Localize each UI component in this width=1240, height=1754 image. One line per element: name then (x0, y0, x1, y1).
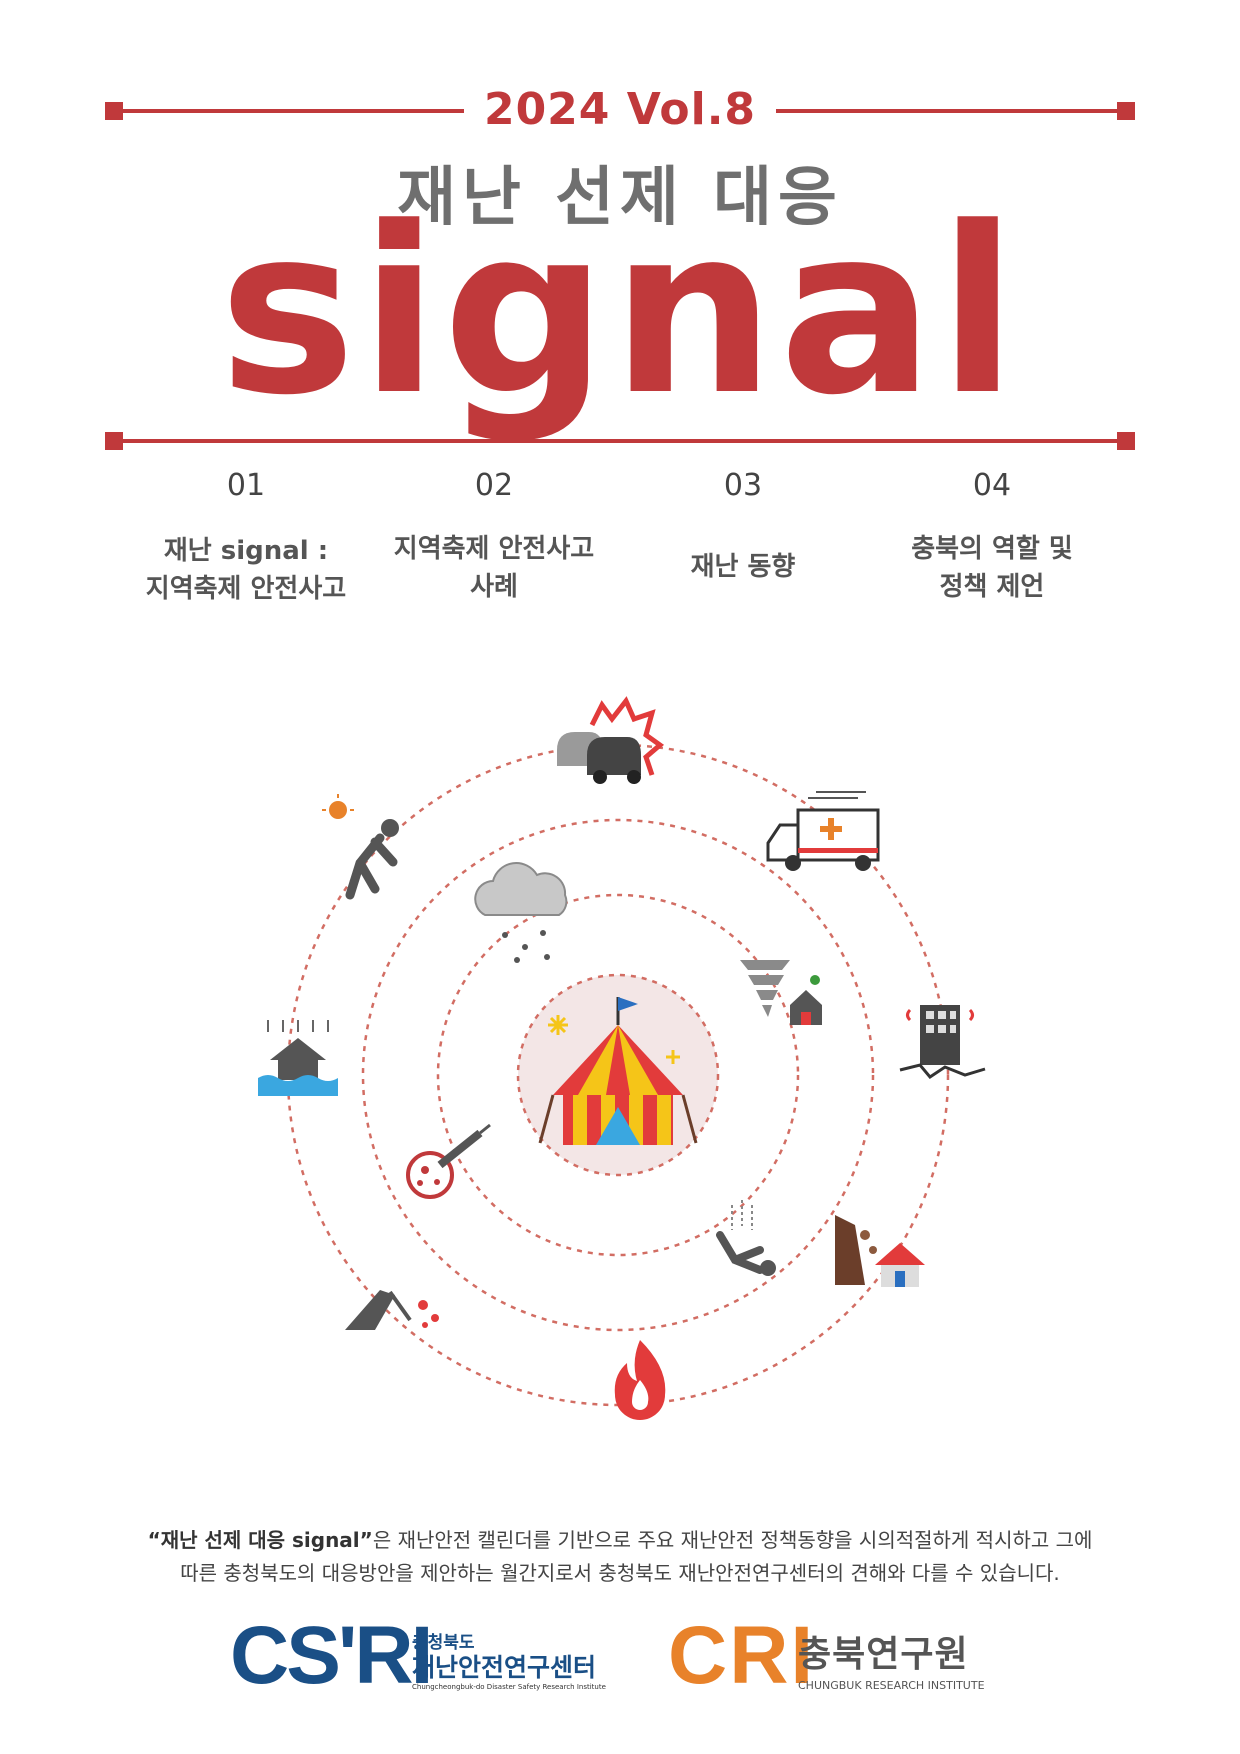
heatstroke-icon (322, 794, 399, 900)
fall-icon (716, 1200, 776, 1276)
disclaimer-text: “재난 선제 대응 signal”은 재난안전 캘린더를 기반으로 주요 재난안… (60, 1524, 1180, 1590)
top-rule-left-cap (105, 102, 123, 120)
toc-label-3-line1: 재난 동향 (690, 552, 796, 582)
flood-house-icon (258, 1020, 338, 1096)
csri-logo-text: 충청북도 재난안전연구센터 Chungcheongbuk-do Disaster… (412, 1628, 606, 1691)
csri-logo-mark: CS'RI (230, 1610, 433, 1701)
cri-logo-mark: CRI (668, 1610, 816, 1701)
inner-ring (436, 893, 800, 1257)
top-rule-right-cap (1117, 102, 1135, 120)
toc-label-4-line2: 정책 제언 (939, 572, 1045, 602)
brand-title: signal (218, 179, 1022, 446)
toc-number-2: 02 (474, 468, 514, 503)
cri-logo-korean: 충북연구원 (798, 1634, 969, 1675)
circus-tent-icon (538, 997, 698, 1145)
knife-attack-icon (345, 1290, 439, 1330)
disclaimer-quoted-title: “재난 선제 대응 signal” (147, 1528, 373, 1552)
toc-label-1-line2: 지역축제 안전사고 (145, 574, 347, 604)
snow-cloud-icon (474, 862, 568, 963)
toc-label-2[interactable]: 지역축제 안전사고 사례 (374, 530, 614, 606)
toc-label-4-line1: 충북의 역할 및 (911, 534, 1073, 564)
disaster-orbit-illustration (258, 696, 986, 1420)
mid-rule-right-cap (1117, 432, 1135, 450)
toc-label-4[interactable]: 충북의 역할 및 정책 제언 (872, 530, 1112, 606)
ambulance-icon (766, 791, 880, 871)
middle-ring (361, 818, 875, 1332)
toc-label-2-line2: 사례 (470, 572, 518, 602)
landslide-icon (835, 1215, 925, 1287)
csri-logo-korean-main: 재난안전연구센터 (412, 1653, 597, 1682)
fire-icon (614, 1340, 666, 1420)
virus-syringe-icon (406, 1123, 491, 1199)
issue-label: 2024 Vol.8 (0, 84, 1240, 135)
mid-rule (115, 439, 1127, 443)
toc-label-1[interactable]: 재난 signal : 지역축제 안전사고 (126, 532, 366, 608)
cri-logo-text: 충북연구원 CHUNGBUK RESEARCH INSTITUTE (798, 1625, 985, 1692)
toc-number-3: 03 (723, 468, 763, 503)
toc-label-3[interactable]: 재난 동향 (623, 548, 863, 586)
mid-rule-left-cap (105, 432, 123, 450)
car-crash-icon (557, 696, 665, 784)
tornado-icon (740, 960, 822, 1025)
disclaimer-line-1: “재난 선제 대응 signal”은 재난안전 캘린더를 기반으로 주요 재난안… (60, 1524, 1180, 1557)
earthquake-building-icon (899, 1005, 986, 1079)
disclaimer-line-1-rest: 은 재난안전 캘린더를 기반으로 주요 재난안전 정책동향을 시의적절하게 적시… (372, 1528, 1093, 1552)
toc-number-1: 01 (226, 468, 266, 503)
subtitle: 재난 선제 대응 (397, 161, 843, 235)
toc-label-2-line1: 지역축제 안전사고 (393, 534, 595, 564)
cri-logo-english: CHUNGBUK RESEARCH INSTITUTE (798, 1679, 985, 1692)
disclaimer-line-2: 따른 충청북도의 대응방안을 제안하는 월간지로서 충청북도 재난안전연구센터의… (180, 1561, 1060, 1585)
csri-logo-english: Chungcheongbuk-do Disaster Safety Resear… (412, 1683, 606, 1691)
toc-label-1-line1: 재난 signal : (163, 536, 329, 566)
csri-logo-korean-small: 충청북도 (412, 1633, 475, 1653)
toc-number-4: 04 (972, 468, 1012, 503)
